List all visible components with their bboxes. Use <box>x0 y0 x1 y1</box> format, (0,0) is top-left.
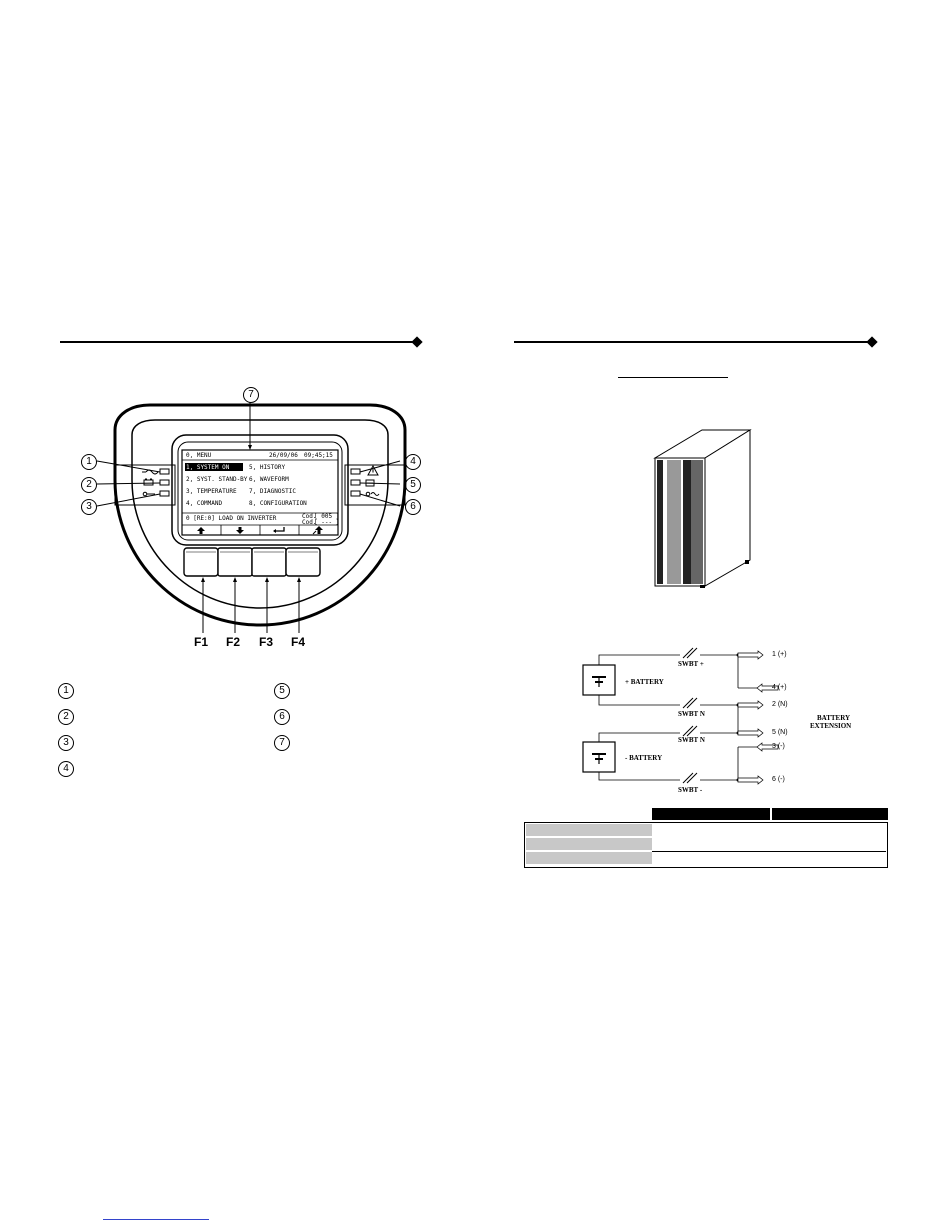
control-panel-illustration: 0, MENU 26/09/06 09;45;15 1, SYSTEM ON 2… <box>60 380 460 650</box>
battery-icon <box>143 478 154 486</box>
warning-icon <box>367 464 379 476</box>
callout-5: 5 <box>405 477 421 493</box>
lcd-menu-item-3[interactable]: 3, TEMPERATURE <box>186 488 237 495</box>
lcd-menu-item-8[interactable]: 8, CONFIGURATION <box>249 500 307 507</box>
spec-table-row-label-1 <box>526 824 652 836</box>
terminal-label-5: 5 (N) <box>772 729 788 736</box>
function-key-f1[interactable]: F1 <box>194 635 209 649</box>
lcd-menu-item-2[interactable]: 2, SYST. STAND-BY <box>186 476 248 483</box>
legend-callout-7: 7 <box>274 735 290 751</box>
output-icon <box>365 491 380 497</box>
footer-link-underline[interactable] <box>103 1219 209 1220</box>
switch-label-swbt-n-1: SWBT N <box>678 710 705 718</box>
legend-callout-6: 6 <box>274 709 290 725</box>
spec-table <box>524 808 888 868</box>
switch-symbol <box>682 772 698 784</box>
battery-wiring-diagram: SWBT + SWBT N SWBT N SWBT - + BATTERY - … <box>580 640 880 800</box>
legend-callout-1: 1 <box>58 683 74 699</box>
terminal-label-6: 6 (-) <box>772 776 785 783</box>
function-key-f3[interactable]: F3 <box>259 635 274 649</box>
terminal-label-4: 4 (+) <box>772 684 787 691</box>
spec-table-header-2 <box>772 808 888 820</box>
terminal-label-3: 3 (-) <box>772 743 785 750</box>
callout-7: 7 <box>243 387 259 403</box>
function-key-f2[interactable]: F2 <box>226 635 241 649</box>
lcd-menu-item-6[interactable]: 6, WAVEFORM <box>249 476 289 483</box>
terminal-arrow-icon <box>756 683 779 693</box>
spec-table-row-label-3 <box>526 852 652 864</box>
control-panel-drawing <box>96 402 407 633</box>
lcd-menu-item-1[interactable]: 1, SYSTEM ON <box>186 464 230 471</box>
spec-table-header-1 <box>652 808 770 820</box>
lcd-code-value-2: [ --- ] <box>314 519 340 526</box>
callout-2: 2 <box>81 477 97 493</box>
bypass-icon <box>142 491 155 497</box>
switch-label-swbt-n-2: SWBT N <box>678 736 705 744</box>
callout-1: 1 <box>81 454 97 470</box>
lcd-title: 0, MENU <box>186 452 212 459</box>
terminal-arrow-icon <box>737 700 764 710</box>
battery-label-plus: + BATTERY <box>625 678 664 686</box>
wiring-diagram-drawing <box>582 647 779 785</box>
section-heading-underline <box>618 377 728 378</box>
lcd-time: 09;45;15 <box>304 452 333 459</box>
switch-symbol <box>682 697 698 709</box>
lcd-code-value-1: [ 005 ] <box>314 513 340 520</box>
right-header-diamond <box>866 336 878 348</box>
lcd-menu-item-7[interactable]: 7, DIAGNOSTIC <box>249 488 296 495</box>
lcd-menu-item-5[interactable]: 5, HISTORY <box>249 464 286 471</box>
spec-table-body <box>524 822 888 868</box>
lcd-status: 0 [RE:0] LOAD ON INVERTER <box>186 515 277 522</box>
ac-input-icon <box>142 469 159 475</box>
legend-callout-5: 5 <box>274 683 290 699</box>
legend-callout-2: 2 <box>58 709 74 725</box>
legend-callout-4: 4 <box>58 761 74 777</box>
battery-cabinet-drawing <box>653 429 752 588</box>
down-arrow-icon <box>236 527 244 534</box>
battery-extension-label-line2: EXTENSION <box>810 722 852 730</box>
lcd-code-label-1: Cod. <box>302 513 317 520</box>
callout-3: 3 <box>81 499 97 515</box>
terminal-arrow-icon <box>737 775 764 785</box>
switch-symbol <box>682 647 698 659</box>
battery-label-minus: - BATTERY <box>625 754 663 762</box>
battery-cabinet-illustration <box>650 428 760 588</box>
legend-callout-3: 3 <box>58 735 74 751</box>
switch-symbol <box>682 725 698 737</box>
switch-label-swbt-plus: SWBT + <box>678 660 704 668</box>
lcd-code-label-2: Cod. <box>302 519 317 526</box>
function-key-f4[interactable]: F4 <box>291 635 306 649</box>
lcd-date: 26/09/06 <box>269 452 298 459</box>
enter-icon <box>273 527 285 533</box>
lcd-menu-item-4[interactable]: 4, COMMAND <box>186 500 223 507</box>
callout-4: 4 <box>405 454 421 470</box>
return-up-icon <box>312 526 323 535</box>
terminal-arrow-icon <box>737 650 764 660</box>
spec-table-row-label-2 <box>526 838 652 850</box>
spec-table-divider <box>652 851 886 852</box>
callout-6: 6 <box>405 499 421 515</box>
battery-extension-label-line1: BATTERY <box>817 714 851 722</box>
terminal-label-1: 1 (+) <box>772 651 787 658</box>
terminal-label-2: 2 (N) <box>772 701 788 708</box>
terminal-arrow-icon <box>737 728 764 738</box>
left-header-rule <box>60 341 418 343</box>
terminal-arrow-icon <box>756 742 779 752</box>
right-header-rule <box>514 341 872 343</box>
switch-label-swbt-minus: SWBT - <box>678 786 703 794</box>
up-arrow-icon <box>197 527 205 534</box>
left-header-diamond <box>411 336 423 348</box>
